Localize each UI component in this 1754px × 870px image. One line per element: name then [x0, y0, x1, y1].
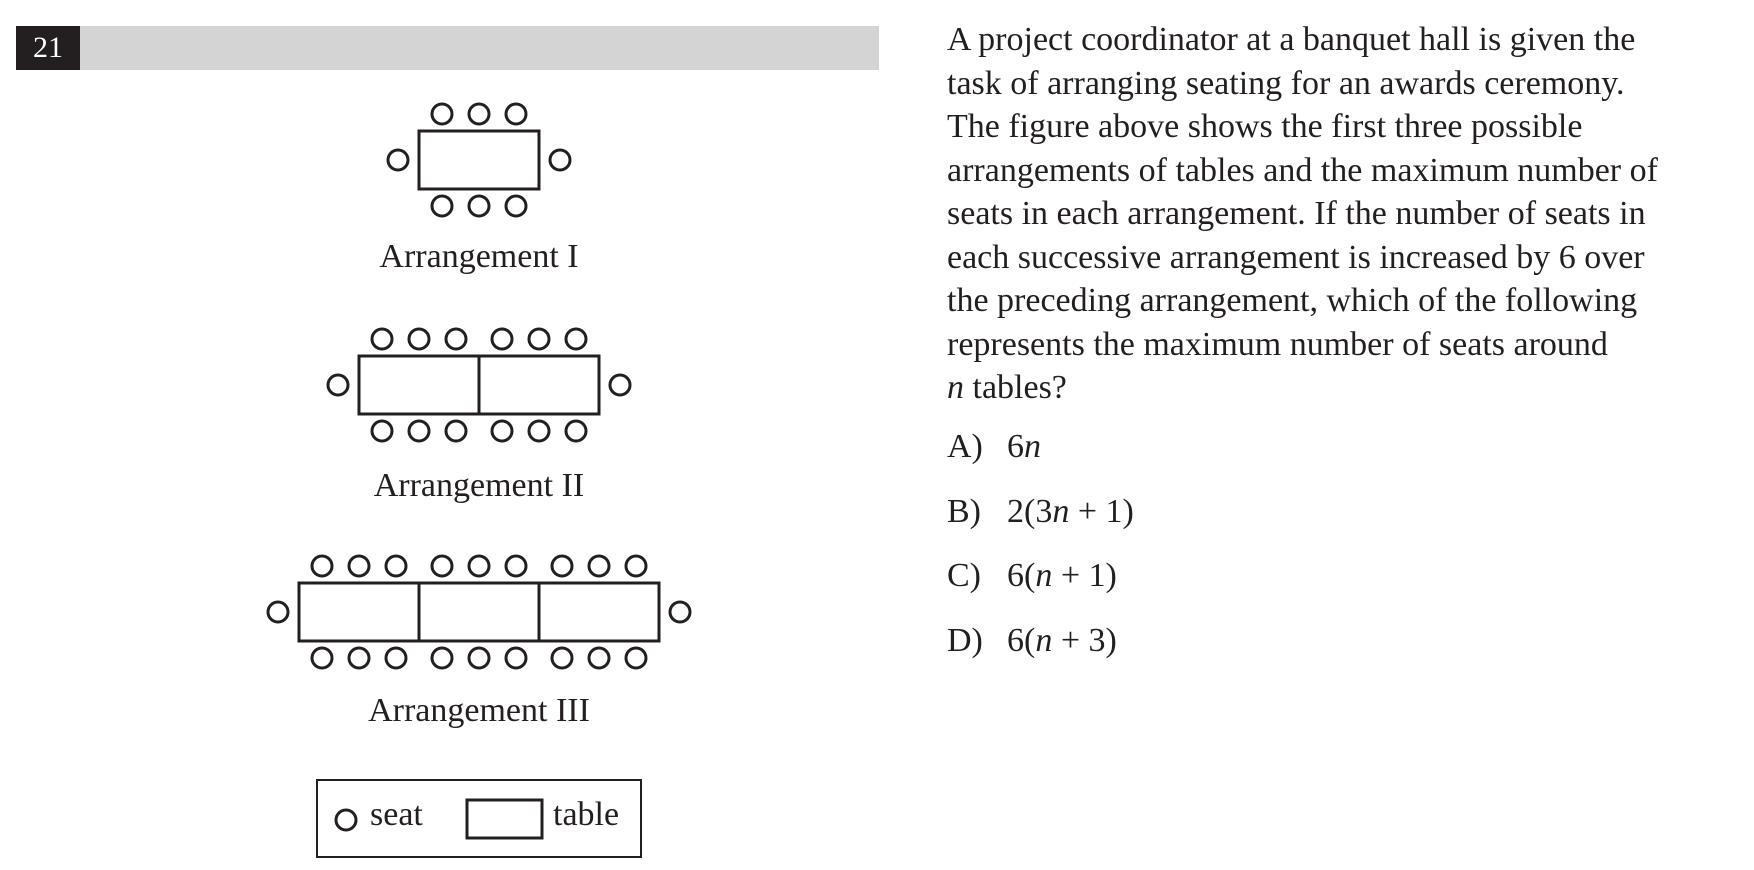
- seat-icon: [550, 646, 574, 670]
- legend-seat-label: seat: [370, 796, 423, 833]
- question-line-rest: tables?: [964, 369, 1067, 406]
- question-line: arrangements of tables and the maximum n…: [947, 151, 1658, 189]
- question-line: each successive arrangement is increased…: [947, 238, 1645, 276]
- seat-icon: [370, 419, 394, 443]
- question-line: The figure above shows the first three p…: [947, 108, 1583, 145]
- seat-icon: [467, 554, 491, 578]
- seat-icon: [310, 646, 334, 670]
- choice-letter: B): [947, 493, 981, 530]
- seat-icon: [527, 419, 551, 443]
- choice-expr-post: + 1): [1069, 493, 1134, 530]
- seat-icon: [624, 554, 648, 578]
- seat-icon: [384, 646, 408, 670]
- arrangement-3-label: Arrangement III: [368, 692, 590, 729]
- seat-icon: [347, 554, 371, 578]
- seating-arrangements-figure: [266, 102, 692, 858]
- choice-expr-var: n: [1035, 622, 1053, 659]
- seat-icon: [587, 554, 611, 578]
- seat-icon: [490, 419, 514, 443]
- seat-icon: [467, 646, 491, 670]
- seat-icon: [430, 194, 454, 218]
- seat-icon: [334, 808, 358, 832]
- seat-icon: [444, 419, 468, 443]
- question-line: represents the maximum number of seats a…: [947, 325, 1608, 363]
- seat-icon: [668, 600, 692, 624]
- seat-icon: [467, 102, 491, 126]
- arrangement-1-label: Arrangement I: [379, 238, 579, 275]
- seat-icon: [310, 554, 334, 578]
- table-icon: [357, 354, 481, 416]
- table-icon: [537, 581, 661, 643]
- table-icon: [477, 354, 601, 416]
- table-icon: [297, 581, 421, 643]
- seat-icon: [504, 102, 528, 126]
- seat-icon: [386, 148, 410, 172]
- seat-icon: [347, 646, 371, 670]
- question-text: A project coordinator at a banquet hall …: [947, 18, 1747, 410]
- question-line: the preceding arrangement, which of the …: [947, 282, 1638, 319]
- choice-expr-pre: 6(: [1007, 557, 1036, 594]
- seat-icon: [527, 327, 551, 351]
- choice-c[interactable]: C) 6(n + 1): [947, 556, 1117, 596]
- variable-n: n: [947, 369, 964, 406]
- choice-expr-var: n: [1024, 428, 1041, 465]
- choice-b[interactable]: B) 2(3n + 1): [947, 492, 1134, 532]
- seat-icon: [444, 327, 468, 351]
- seat-icon: [430, 102, 454, 126]
- choice-expr-pre: 6: [1007, 428, 1024, 465]
- seat-icon: [490, 327, 514, 351]
- seat-icon: [624, 646, 648, 670]
- seat-icon: [550, 554, 574, 578]
- seat-icon: [564, 419, 588, 443]
- seat-icon: [504, 646, 528, 670]
- seat-icon: [587, 646, 611, 670]
- seat-icon: [370, 327, 394, 351]
- seat-icon: [467, 194, 491, 218]
- choice-expr-post: + 3): [1052, 622, 1117, 659]
- question-number: 21: [16, 26, 80, 70]
- choice-d[interactable]: D) 6(n + 3): [947, 621, 1117, 661]
- choice-expr-var: n: [1035, 557, 1053, 594]
- seat-icon: [430, 646, 454, 670]
- seat-icon: [430, 554, 454, 578]
- seat-icon: [504, 194, 528, 218]
- legend-table-icon: [465, 798, 544, 840]
- question-line: seats in each arrangement. If the number…: [947, 195, 1646, 232]
- legend-box: [316, 779, 642, 858]
- seat-icon: [608, 373, 632, 397]
- seat-icon: [564, 327, 588, 351]
- arrangement-2-label: Arrangement II: [373, 467, 585, 504]
- table-icon: [417, 581, 541, 643]
- question-line-last: n tables?: [947, 366, 1747, 410]
- choice-letter: A): [947, 428, 983, 465]
- choice-expr-post: + 1): [1052, 557, 1117, 594]
- seat-icon: [384, 554, 408, 578]
- seat-icon: [407, 327, 431, 351]
- question-line: task of arranging seating for an awards …: [947, 64, 1625, 102]
- choice-a[interactable]: A) 6n: [947, 427, 1041, 467]
- choice-letter: D): [947, 622, 983, 659]
- seat-icon: [326, 373, 350, 397]
- choice-expr-pre: 2(3: [1007, 493, 1053, 530]
- choice-expr-var: n: [1052, 493, 1070, 530]
- choice-expr-pre: 6(: [1007, 622, 1036, 659]
- legend-table-label: table: [553, 796, 620, 833]
- seat-icon: [548, 148, 572, 172]
- choice-letter: C): [947, 557, 981, 594]
- seat-icon: [266, 600, 290, 624]
- seat-icon: [407, 419, 431, 443]
- question-line: A project coordinator at a banquet hall …: [947, 21, 1636, 58]
- table-icon: [417, 129, 541, 191]
- question-header-bar: 21: [16, 26, 879, 70]
- seat-icon: [504, 554, 528, 578]
